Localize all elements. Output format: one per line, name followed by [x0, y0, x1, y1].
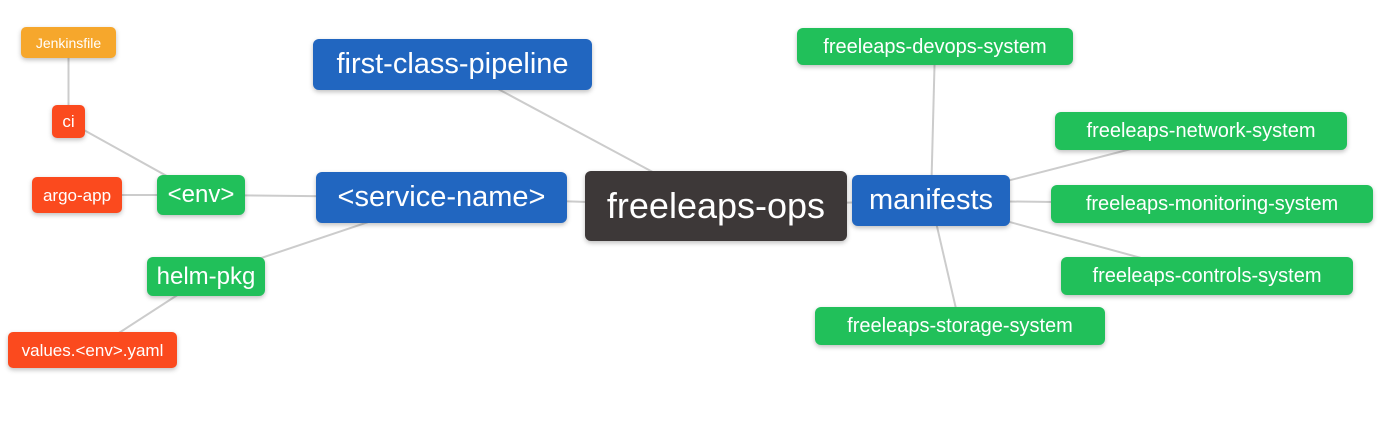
node-freeleaps-network-system[interactable]: freeleaps-network-system: [1055, 112, 1347, 150]
node-freeleaps-devops-system[interactable]: freeleaps-devops-system: [797, 28, 1073, 65]
node-argo-app[interactable]: argo-app: [32, 177, 122, 213]
node-first-class-pipeline[interactable]: first-class-pipeline: [313, 39, 592, 90]
node-freeleaps-monitoring-system[interactable]: freeleaps-monitoring-system: [1051, 185, 1373, 223]
node-ci[interactable]: ci: [52, 105, 85, 138]
node-env[interactable]: <env>: [157, 175, 245, 215]
node-helm-pkg[interactable]: helm-pkg: [147, 257, 265, 296]
node-manifests[interactable]: manifests: [852, 175, 1010, 226]
node-values-env-yaml[interactable]: values.<env>.yaml: [8, 332, 177, 368]
node-freeleaps-ops[interactable]: freeleaps-ops: [585, 171, 847, 241]
node-freeleaps-controls-system[interactable]: freeleaps-controls-system: [1061, 257, 1353, 295]
node-jenkinsfile[interactable]: Jenkinsfile: [21, 27, 116, 58]
node-service-name[interactable]: <service-name>: [316, 172, 567, 223]
node-freeleaps-storage-system[interactable]: freeleaps-storage-system: [815, 307, 1105, 345]
